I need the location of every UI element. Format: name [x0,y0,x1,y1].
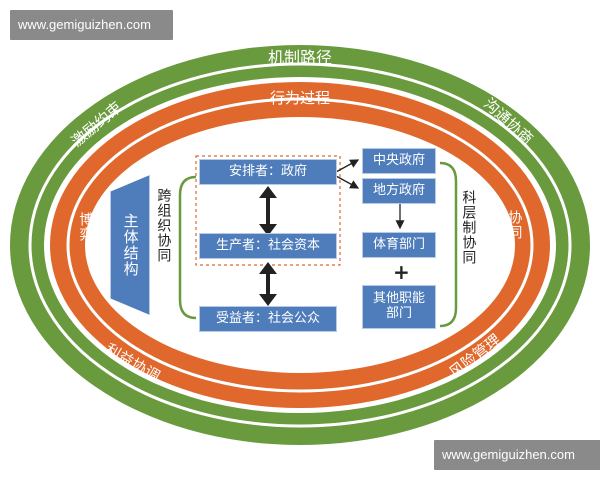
middle-ring-stripe [66,97,534,393]
middle-ring-left: 博弈 [77,212,94,242]
other-departments-box: 其他职能部门 [362,285,436,329]
sports-department-box: 体育部门 [362,232,436,258]
outer-ring-inner-stripe [28,62,572,428]
right-bracket [439,161,458,328]
middle-ring-right: 协同 [506,210,523,240]
arranger-box: 安排者：政府 [199,159,337,185]
middle-ring-top: 行为过程 [270,89,330,107]
left-bracket-label: 跨组织协同 [155,188,172,263]
local-government-box: 地方政府 [362,178,436,204]
outer-ring-top: 机制路径 [268,48,332,67]
left-bracket [178,175,197,320]
right-bracket-label: 科层制协同 [460,190,477,265]
central-government-box: 中央政府 [362,148,436,174]
plus-sign: + [393,260,410,284]
watermark-top: www.gemiguizhen.com [10,10,173,40]
double-arrow-upper [259,186,277,236]
watermark-bottom: www.gemiguizhen.com [434,440,600,470]
double-arrow-lower [259,262,277,306]
arrow-to-central [335,159,360,173]
producer-box: 生产者：社会资本 [199,233,337,259]
arrow-to-local [335,175,360,189]
subject-structure-block: 主体结构 [110,175,150,315]
beneficiary-box: 受益者：社会公众 [199,306,337,332]
